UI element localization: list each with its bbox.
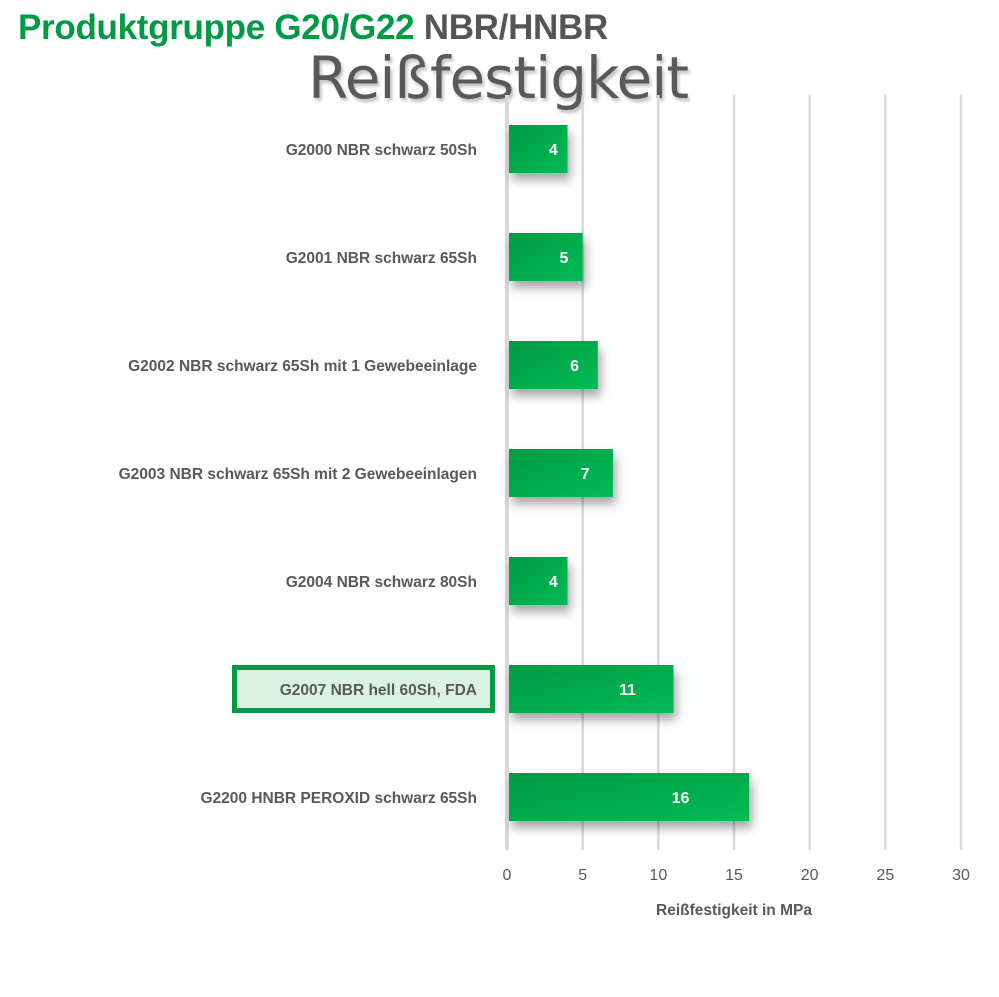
bar-value-label: 6	[570, 358, 579, 375]
x-tick-label: 5	[578, 867, 587, 884]
bar-value-label: 16	[672, 790, 690, 807]
category-label: G2004 NBR schwarz 80Sh	[286, 574, 477, 591]
category-label: G2003 NBR schwarz 65Sh mit 2 Gewebeeinla…	[119, 466, 477, 483]
title-product-group: Produktgruppe G20/G22	[18, 8, 415, 47]
x-axis-label: Reißfestigkeit in MPa	[656, 902, 812, 919]
x-tick-label: 10	[649, 867, 667, 884]
category-label: G2000 NBR schwarz 50Sh	[286, 142, 477, 159]
x-tick-label: 25	[876, 867, 894, 884]
x-tick-label: 30	[952, 867, 970, 884]
chart-title: Reißfestigkeit	[308, 44, 689, 112]
category-label: G2001 NBR schwarz 65Sh	[286, 250, 477, 267]
title-material: NBR/HNBR	[423, 8, 609, 47]
bar	[509, 341, 598, 389]
bar	[509, 233, 583, 281]
bar	[509, 125, 568, 173]
bar-value-label: 4	[549, 574, 558, 591]
bar	[509, 557, 568, 605]
bar	[509, 665, 674, 713]
bar	[509, 773, 750, 821]
bar-value-label: 5	[560, 250, 569, 267]
category-label: G2002 NBR schwarz 65Sh mit 1 Gewebeeinla…	[128, 358, 477, 375]
bar-value-label: 4	[549, 142, 558, 159]
x-tick-label: 20	[801, 867, 819, 884]
category-label: G2007 NBR hell 60Sh, FDA	[280, 682, 477, 699]
bar-value-label: 7	[581, 466, 590, 483]
category-label: G2200 HNBR PEROXID schwarz 65Sh	[200, 790, 477, 807]
highlight-box	[232, 665, 495, 713]
x-tick-label: 15	[725, 867, 743, 884]
x-tick-label: 0	[503, 867, 512, 884]
bar-value-label: 11	[619, 682, 636, 699]
bar	[509, 449, 613, 497]
page-title: Produktgruppe G20/G22 NBR/HNBR	[18, 8, 608, 48]
